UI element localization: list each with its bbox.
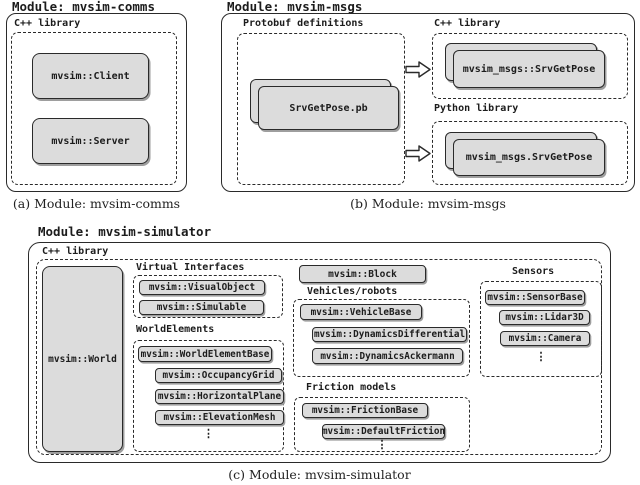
vehicles-robots-label: Vehicles/robots — [307, 286, 398, 297]
mvsim-frictionbase-class-box: mvsim::FrictionBase — [302, 403, 428, 418]
mvsim-block-class-box: mvsim::Block — [299, 265, 426, 283]
mvsim-client-class-box: mvsim::Client — [32, 53, 149, 99]
virtual-interfaces-label: Virtual Interfaces — [136, 262, 245, 273]
mvsim-defaultfriction-class-box: mvsim::DefaultFriction — [321, 424, 446, 439]
panel-a-cpp-library-label: C++ library — [14, 18, 81, 29]
mvsim-simulable-class-box: mvsim::Simulable — [139, 300, 264, 315]
vehicles-robots-group — [293, 299, 470, 377]
right-arrow-icon — [405, 61, 431, 78]
virtual-interfaces-group — [133, 275, 283, 318]
panel-a-inner-dashed-box — [11, 32, 177, 185]
python-library-label: Python library — [434, 103, 519, 114]
panel-c-title: Module: mvsim-simulator — [38, 224, 212, 239]
friction-models-label: Friction models — [306, 382, 397, 393]
cpp-srvgetpose-class-box: mvsim_msgs::SrvGetPose — [453, 50, 605, 88]
mvsim-horizontalplane-class-box: mvsim::HorizontalPlane — [155, 389, 284, 404]
mvsim-visualobject-class-box: mvsim::VisualObject — [139, 280, 265, 295]
srvgetpose-pb-file-box: SrvGetPose.pb — [258, 86, 399, 130]
mvsim-vehiclebase-class-box: mvsim::VehicleBase — [300, 304, 422, 320]
srvgetpose-pb-stack: SrvGetPose.pb — [250, 79, 399, 130]
panel-b-title: Module: mvsim-msgs — [227, 0, 363, 14]
mvsim-dynamicsdifferential-class-box: mvsim::DynamicsDifferential — [312, 327, 467, 342]
panel-c-cpp-library-label: C++ library — [42, 246, 109, 257]
mvsim-worldelementbase-class-box: mvsim::WorldElementBase — [138, 346, 272, 362]
panel-b-cpp-library-group — [432, 33, 628, 99]
protobuf-definitions-group — [237, 33, 405, 185]
python-library-group — [432, 121, 628, 185]
sensors-ellipsis: ⋮ — [535, 350, 547, 363]
world-elements-label: WorldElements — [136, 324, 215, 335]
friction-models-group — [294, 397, 470, 452]
mvsim-lidar3d-class-box: mvsim::Lidar3D — [499, 310, 590, 325]
mvsim-server-class-box: mvsim::Server — [32, 118, 149, 164]
mvsim-occupancygrid-class-box: mvsim::OccupancyGrid — [155, 368, 282, 383]
python-srvgetpose-stack: mvsim_msgs.SrvGetPose — [445, 132, 605, 176]
mvsim-dynamicsackermann-class-box: mvsim::DynamicsAckermann — [312, 348, 463, 364]
mvsim-world-class-box: mvsim::World — [42, 266, 123, 452]
mvsim-camera-class-box: mvsim::Camera — [500, 331, 590, 346]
panel-b-cpp-library-label: C++ library — [434, 18, 501, 29]
world-elements-ellipsis: ⋮ — [203, 427, 214, 440]
panel-c-caption: (c) Module: mvsim-simulator — [228, 467, 411, 482]
right-arrow-icon — [405, 145, 431, 162]
mvsim-sensorbase-class-box: mvsim::SensorBase — [485, 290, 585, 305]
cpp-srvgetpose-stack: mvsim_msgs::SrvGetPose — [445, 43, 605, 88]
panel-a-title: Module: mvsim-comms — [12, 0, 155, 14]
sensors-label: Sensors — [512, 266, 555, 277]
protobuf-definitions-label: Protobuf definitions — [243, 18, 364, 29]
sensors-group — [480, 281, 602, 377]
panel-a-caption: (a) Module: mvsim-comms — [12, 196, 181, 211]
python-srvgetpose-class-box: mvsim_msgs.SrvGetPose — [453, 139, 605, 176]
mvsim-elevationmesh-class-box: mvsim::ElevationMesh — [155, 410, 284, 425]
friction-models-ellipsis: ⋮ — [376, 438, 388, 451]
panel-b-caption: (b) Module: mvsim-msgs — [350, 196, 506, 211]
